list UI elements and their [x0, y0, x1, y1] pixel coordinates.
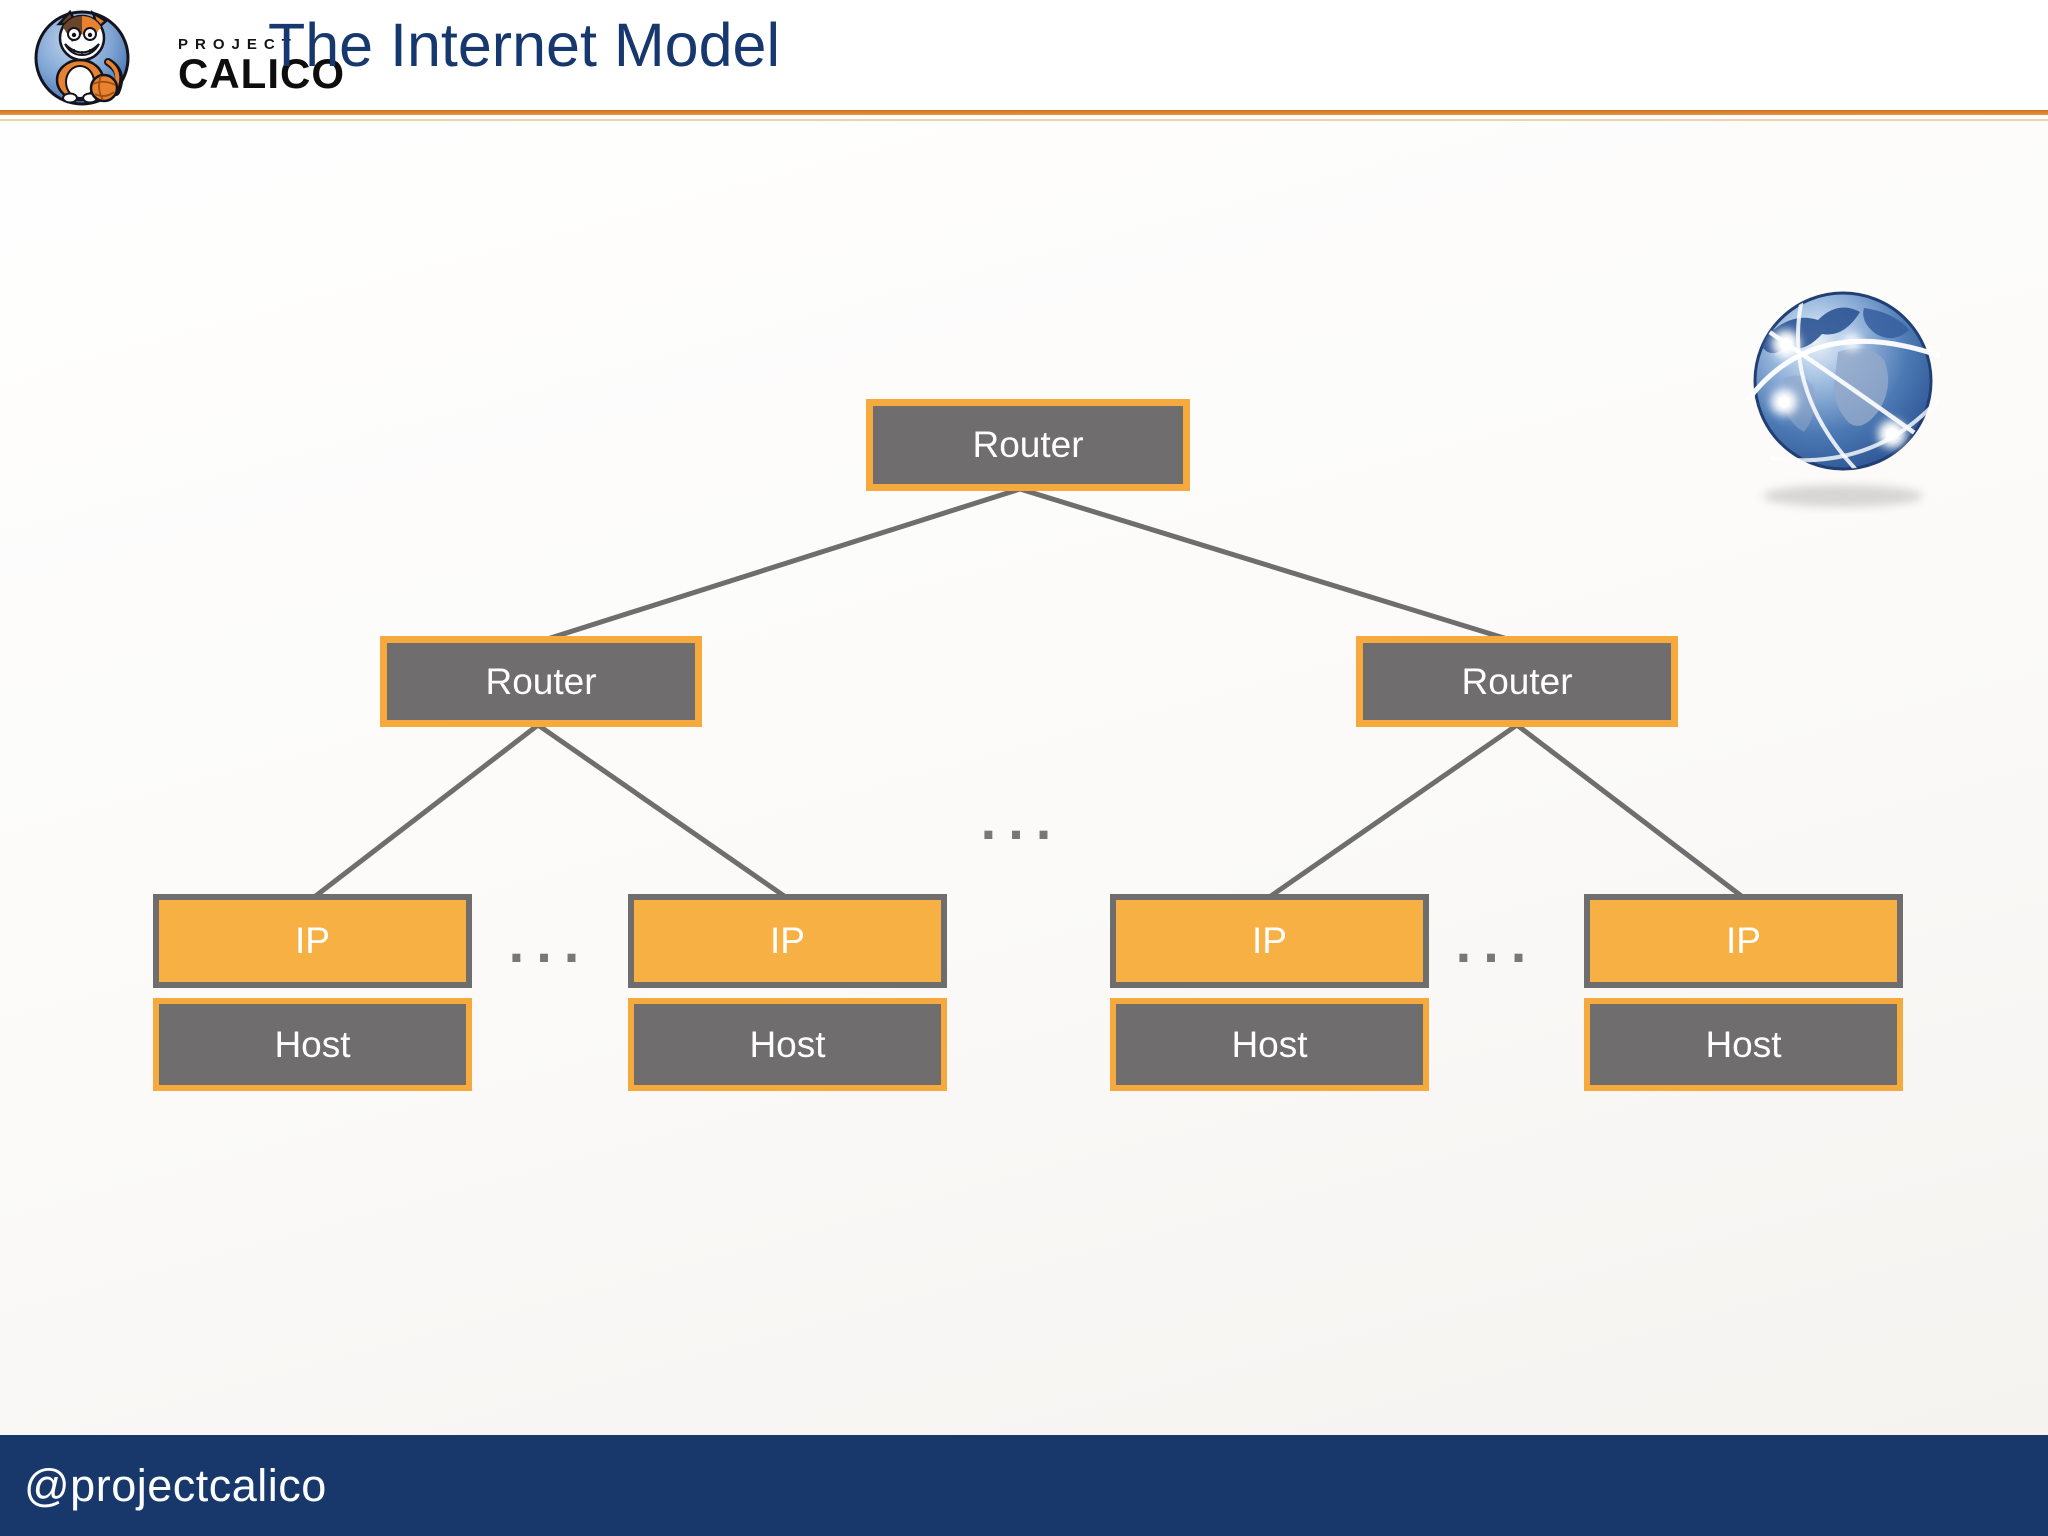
header-divider — [0, 110, 2048, 115]
twitter-handle: @projectcalico — [24, 1459, 327, 1511]
host-node-1: Host — [153, 998, 472, 1091]
header: PROJECT CALICO The Internet Model — [0, 0, 2048, 110]
ellipsis-right: ... — [1455, 911, 1539, 974]
logo-calico-label: CALICO — [178, 50, 345, 97]
router-node-left: Router — [380, 636, 702, 727]
host-node-4: Host — [1584, 998, 1903, 1091]
router-node-top: Router — [866, 399, 1190, 491]
host-node-2: Host — [628, 998, 947, 1091]
project-calico-logo: PROJECT CALICO — [28, 2, 344, 108]
globe-icon — [1746, 291, 1941, 507]
ip-node-4: IP — [1584, 894, 1903, 988]
logo-project-label: PROJECT — [178, 36, 298, 53]
header-divider-sub — [0, 119, 2048, 121]
ip-node-3: IP — [1110, 894, 1429, 988]
router-node-right: Router — [1356, 636, 1678, 727]
ip-node-2: IP — [628, 894, 947, 988]
page-title: The Internet Model — [268, 11, 781, 79]
calico-cat-icon — [34, 9, 130, 106]
logo-text: PROJECT CALICO — [178, 36, 345, 95]
ellipsis-center: ... — [980, 788, 1064, 851]
ellipsis-left: ... — [508, 911, 592, 974]
footer-bar: @projectcalico — [0, 1435, 2048, 1536]
host-node-3: Host — [1110, 998, 1429, 1091]
ip-node-1: IP — [153, 894, 472, 988]
